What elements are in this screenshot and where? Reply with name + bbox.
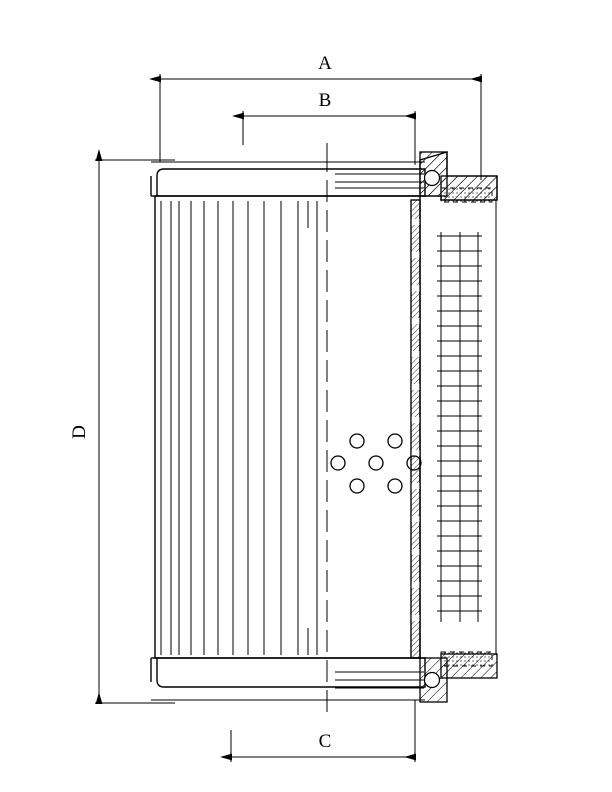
outer-tube-section-wall bbox=[410, 199, 421, 659]
top-oring-seal bbox=[423, 169, 441, 187]
hole-center bbox=[368, 455, 384, 471]
bottom-fitting-bore bbox=[440, 651, 493, 667]
mesh-horizontal-lines bbox=[437, 235, 482, 612]
perforation-hole-pattern bbox=[330, 433, 422, 494]
dimension-A-label: A bbox=[318, 53, 332, 74]
hole-lower-right bbox=[387, 478, 403, 494]
filter-element bbox=[150, 143, 498, 712]
hole-upper-right bbox=[387, 433, 403, 449]
top-end-cap bbox=[150, 161, 426, 197]
filter-media-body bbox=[154, 195, 421, 659]
dimension-A: A bbox=[149, 53, 482, 180]
pleat-lines bbox=[160, 201, 318, 655]
top-end-fitting bbox=[335, 151, 498, 203]
dimension-B: B bbox=[232, 90, 416, 165]
hole-right bbox=[406, 455, 422, 471]
dimension-D-label: D bbox=[69, 425, 90, 439]
dimension-D: D bbox=[69, 149, 175, 704]
hole-lower-left bbox=[349, 478, 365, 494]
dimension-C-label: C bbox=[319, 731, 332, 752]
bottom-end-fitting bbox=[335, 651, 498, 703]
bottom-end-cap bbox=[151, 657, 426, 701]
top-fitting-bore bbox=[440, 187, 493, 203]
dimension-C: C bbox=[220, 700, 416, 762]
hole-left bbox=[330, 455, 346, 471]
wire-mesh-screen bbox=[437, 200, 497, 655]
dimension-B-label: B bbox=[319, 90, 332, 111]
bottom-oring-seal bbox=[423, 671, 441, 689]
hole-upper-left bbox=[349, 433, 365, 449]
